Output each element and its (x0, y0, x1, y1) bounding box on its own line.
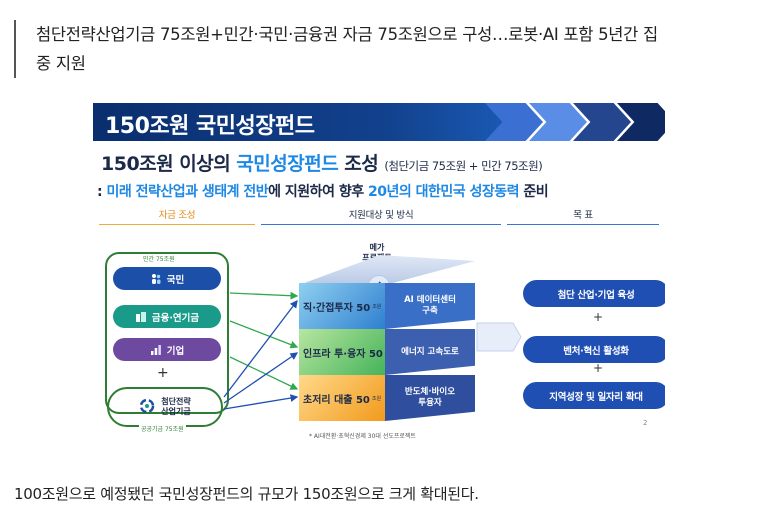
plus-sign: + (593, 361, 604, 375)
section-funding: 자금 조성 (99, 207, 255, 225)
support-block-project: 반도체·바이오 투융자 (404, 387, 456, 408)
goal-industry: 첨단 산업·기업 육성 (523, 280, 665, 307)
footnote: * AI대전환·초혁신경제 30대 선도프로젝트 (309, 433, 416, 440)
public-fund-name: 첨단전략 산업기금 (161, 397, 191, 416)
headline-highlight: 국민성장펀드 (236, 153, 339, 175)
quote-line-1: 첨단전략산업기금 75조원+민간·국민·금융권 자금 75조원으로 구성…로봇·… (36, 25, 658, 44)
support-block-infra: 인프라 투·융자 50조원 (299, 329, 394, 375)
building-icon (135, 311, 147, 323)
funding-source-companies: 기업 (113, 338, 221, 361)
public-fund-label: 공공기금 75조원 (139, 424, 186, 433)
subheadline: : 미래 전략산업과 생태계 전반에 지원하여 향후 20년의 대한민국 성장동… (97, 181, 549, 201)
headline-text: 조성 (338, 153, 385, 175)
subline-text: 에 지원하여 향후 (268, 184, 368, 200)
funding-source-label: 기업 (166, 345, 185, 357)
support-block-label: 직·간접투자 50 (303, 302, 371, 314)
flow-arrows (223, 291, 522, 410)
bar-chart-icon (150, 344, 162, 356)
subline-highlight: 미래 전략산업과 생태계 전반 (106, 184, 269, 200)
headline: 150조원 이상의 국민성장펀드 조성 (첨단기금 75조원 + 민간 75조원… (101, 149, 543, 176)
mega-tag-line: 메가 (369, 243, 385, 252)
quote-line-2: 중 지원 (36, 54, 86, 73)
plus-sign: + (157, 365, 169, 381)
support-block-project: AI 데이터센터 구축 (404, 295, 456, 316)
page-number: 2 (643, 419, 648, 427)
support-block-label: 인프라 투·융자 50 (303, 348, 383, 360)
title-banner: 150조원 국민성장펀드 (93, 103, 513, 141)
funding-source-finance: 금융·연기금 (113, 305, 221, 328)
subline-text: 준비 (519, 184, 549, 200)
support-block-project: 에너지 고속도로 (401, 346, 459, 357)
support-block-unit: 조원 (372, 303, 382, 310)
headline-note: (첨단기금 75조원 + 민간 75조원) (384, 159, 543, 173)
people-icon (150, 273, 162, 285)
support-block-label: 초저리 대출 50 (303, 394, 370, 406)
infographic-figure: 150조원 국민성장펀드 150조원 이상의 국민성장펀드 조성 (첨단기금 7… (93, 97, 665, 441)
blockquote: 첨단전략산업기금 75조원+민간·국민·금융권 자금 75조원으로 구성…로봇·… (14, 20, 766, 78)
private-fund-frame (105, 252, 229, 414)
support-block-unit: 조원 (371, 395, 382, 402)
subline-text: : (97, 184, 107, 200)
goal-venture: 벤처·혁신 활성화 (523, 336, 665, 363)
section-targets: 지원대상 및 방식 (261, 207, 501, 225)
headline-text: 150조원 이상의 (101, 153, 237, 175)
private-fund-label: 민간 75조원 (141, 254, 177, 263)
section-goals: 목 표 (507, 207, 659, 225)
funding-source-label: 국민 (166, 274, 185, 286)
goal-regional-jobs: 지역성장 및 일자리 확대 (523, 382, 665, 409)
funding-source-label: 금융·연기금 (151, 312, 200, 324)
public-fund-icon (139, 398, 155, 416)
subline-highlight: 20년의 대한민국 성장동력 (367, 184, 520, 200)
plus-sign: + (593, 310, 604, 324)
banner-title: 150조원 국민성장펀드 (105, 114, 315, 139)
funding-source-citizens: 국민 (113, 267, 221, 290)
article-paragraph: 100조원으로 예정됐던 국민성장펀드의 규모가 150조원으로 크게 확대된다… (14, 485, 479, 503)
